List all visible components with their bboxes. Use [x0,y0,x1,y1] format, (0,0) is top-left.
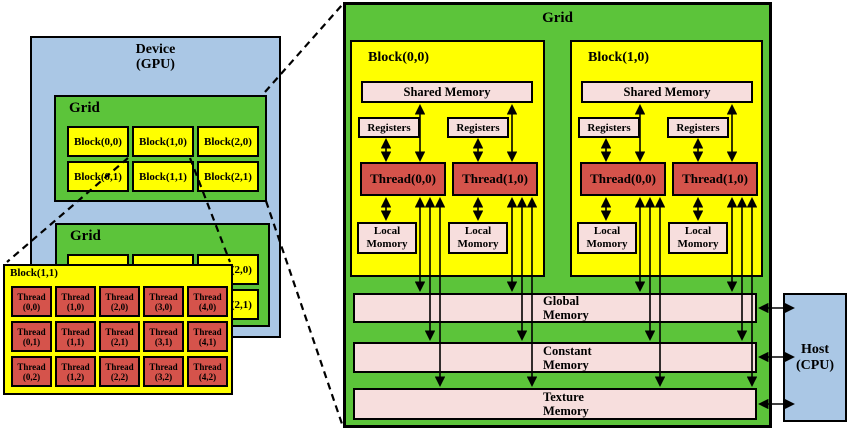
host-title-line1: Host [801,341,829,357]
thread-cell-1-1: Thread(1,1) [55,321,96,352]
thread-cell-0-2: Thread(0,2) [11,356,52,387]
rblock-10-thread-1: Thread(1,0) [672,162,758,196]
thread-cell-1-2: Thread(1,2) [55,356,96,387]
rblock-10-title: Block(1,0) [588,50,650,65]
grid1-block-0-1: Block(0,1) [67,161,129,192]
thread-cell-4-0: Thread(4,0) [187,286,228,317]
rblock-00-registers-1: Registers [447,117,509,138]
overlay-block-title: Block(1,1) [10,267,58,279]
rblock-10-thread-0: Thread(0,0) [580,162,666,196]
thread-cell-4-1: Thread(4,1) [187,321,228,352]
thread-cell-0-0: Thread(0,0) [11,286,52,317]
host-box: Host (CPU) [783,293,847,422]
rblock-10-shared-memory: Shared Memory [581,81,753,103]
thread-cell-0-1: Thread(0,1) [11,321,52,352]
right-grid-box: Grid Block(0,0) Shared Memory Registers … [343,2,772,428]
thread-cell-2-1: Thread(2,1) [99,321,140,352]
thread-cell-3-2: Thread(3,2) [143,356,184,387]
device-title: Device (GPU) [32,42,279,72]
device-title-line1: Device [135,42,176,57]
thread-cell-2-0: Thread(2,0) [99,286,140,317]
overlay-block-box: Block(1,1) Thread(0,0) Thread(1,0) Threa… [3,264,233,395]
rblock-10-box: Block(1,0) Shared Memory Registers Regis… [570,40,763,277]
grid1-box: Grid Block(0,0) Block(1,0) Block(2,0) Bl… [54,95,267,202]
rblock-10-registers-1: Registers [667,117,729,138]
grid1-block-2-1: Block(2,1) [197,161,259,192]
grid1-block-0-0: Block(0,0) [67,126,129,157]
grid1-block-1-0: Block(1,0) [132,126,194,157]
thread-cell-1-0: Thread(1,0) [55,286,96,317]
thread-cell-4-2: Thread(4,2) [187,356,228,387]
host-title-line2: (CPU) [795,357,835,373]
right-grid-label: Grid [542,10,573,26]
rblock-00-thread-1: Thread(1,0) [452,162,538,196]
rblock-00-title: Block(0,0) [368,50,430,65]
rblock-10-registers-0: Registers [578,117,640,138]
thread-cell-2-2: Thread(2,2) [99,356,140,387]
grid1-block-2-0: Block(2,0) [197,126,259,157]
grid1-label: Grid [69,100,100,116]
rblock-00-registers-0: Registers [358,117,420,138]
grid2-label: Grid [70,228,101,244]
thread-cell-3-1: Thread(3,1) [143,321,184,352]
thread-cell-3-0: Thread(3,0) [143,286,184,317]
rblock-00-box: Block(0,0) Shared Memory Registers Regis… [350,40,545,277]
rblock-00-thread-0: Thread(0,0) [360,162,446,196]
device-title-line2: (GPU) [136,57,175,72]
rblock-00-shared-memory: Shared Memory [361,81,533,103]
grid1-block-1-1: Block(1,1) [132,161,194,192]
